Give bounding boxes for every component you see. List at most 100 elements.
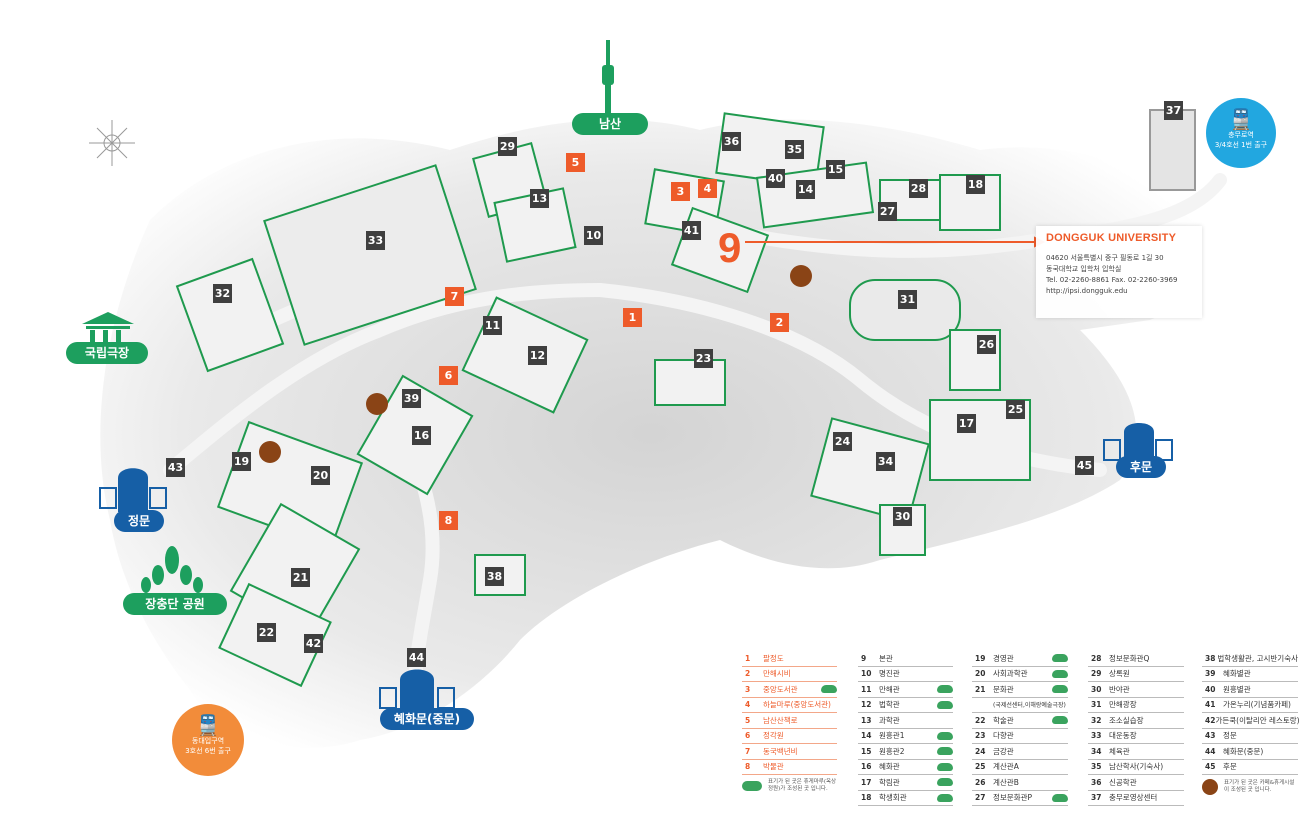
map-number-7[interactable]: 7 — [445, 287, 464, 306]
legend-number: 38 — [1205, 653, 1216, 663]
map-number-22[interactable]: 22 — [257, 623, 276, 642]
map-number-11[interactable]: 11 — [483, 316, 502, 335]
map-number-4[interactable]: 4 — [698, 179, 717, 198]
map-number-33[interactable]: 33 — [366, 231, 385, 250]
legend-note-text: 표기가 된 곳은 휴게마루(옥상정원)가 조성된 곳 입니다. — [768, 779, 837, 792]
map-number-30[interactable]: 30 — [893, 507, 912, 526]
map-number-1[interactable]: 1 — [623, 308, 642, 327]
legend-note-garden: 표기가 된 곳은 휴게마루(옥상정원)가 조성된 곳 입니다. — [742, 775, 837, 793]
map-number-5[interactable]: 5 — [566, 153, 585, 172]
admissions-office: 동국대학교 입학처 입학실 — [1046, 265, 1122, 273]
namsan-label[interactable]: 남산 — [572, 113, 648, 135]
map-number-25[interactable]: 25 — [1006, 400, 1025, 419]
map-number-43[interactable]: 43 — [166, 458, 185, 477]
main-gate-label[interactable]: 정문 — [114, 510, 164, 532]
map-number-18[interactable]: 18 — [966, 175, 985, 194]
map-number-36[interactable]: 36 — [722, 132, 741, 151]
university-info-card: DONGGUK UNIVERSITY 04620 서울특별시 중구 필동로 1길… — [1036, 226, 1202, 318]
legend-label: 사회과학관 — [993, 669, 1028, 679]
hyehwa-gate-label[interactable]: 혜화문(중문) — [380, 708, 474, 730]
map-number-24[interactable]: 24 — [833, 432, 852, 451]
map-number-38[interactable]: 38 — [485, 567, 504, 586]
legend-label: 법학생활관, 고시반기숙사 — [1217, 653, 1298, 663]
chungmuro-station[interactable]: 🚆 충무로역 3/4호선 1번 출구 — [1206, 98, 1276, 168]
map-number-35[interactable]: 35 — [785, 140, 804, 159]
legend-label: 정보문화관Q — [1109, 653, 1150, 663]
map-number-42[interactable]: 42 — [304, 634, 323, 653]
legend-number: 33 — [1091, 731, 1102, 741]
park-label[interactable]: 장충단 공원 — [123, 593, 227, 615]
legend-number: 20 — [975, 669, 986, 679]
map-number-32[interactable]: 32 — [213, 284, 232, 303]
map-number-26[interactable]: 26 — [977, 335, 996, 354]
map-number-41[interactable]: 41 — [682, 221, 701, 240]
map-number-27[interactable]: 27 — [878, 202, 897, 221]
legend-label: 혜화관 — [879, 762, 900, 772]
legend-label: 박물관 — [763, 762, 784, 772]
tree-icon — [937, 731, 953, 740]
map-number-28[interactable]: 28 — [909, 179, 928, 198]
legend-number: 15 — [861, 746, 872, 756]
map-number-19[interactable]: 19 — [232, 452, 251, 471]
map-number-12[interactable]: 12 — [528, 346, 547, 365]
map-number-39[interactable]: 39 — [402, 389, 421, 408]
tree-icon — [937, 793, 953, 802]
map-number-14[interactable]: 14 — [796, 180, 815, 199]
tree-icon — [1052, 716, 1068, 725]
tree-icon — [821, 685, 837, 694]
map-number-3[interactable]: 3 — [671, 182, 690, 201]
map-number-17[interactable]: 17 — [957, 414, 976, 433]
map-number-15[interactable]: 15 — [826, 160, 845, 179]
map-number-45[interactable]: 45 — [1075, 456, 1094, 475]
map-number-34[interactable]: 34 — [876, 452, 895, 471]
legend-label: 학생회관 — [879, 793, 907, 803]
map-number-20[interactable]: 20 — [311, 466, 330, 485]
legend-label: 만해관 — [879, 684, 900, 694]
legend-label: 계산관A — [993, 762, 1019, 772]
back-gate-label[interactable]: 후문 — [1116, 456, 1166, 478]
legend-label: 후문 — [1223, 762, 1237, 772]
map-number-37[interactable]: 37 — [1164, 101, 1183, 120]
map-number-31[interactable]: 31 — [898, 290, 917, 309]
train-icon: 🚆 — [195, 713, 221, 737]
cafe-icon — [1202, 779, 1218, 795]
map-number-21[interactable]: 21 — [291, 568, 310, 587]
admissions-url[interactable]: http://ipsi.dongguk.edu — [1046, 287, 1128, 295]
legend-number: 9 — [861, 653, 867, 663]
map-number-40[interactable]: 40 — [766, 169, 785, 188]
map-number-29[interactable]: 29 — [498, 137, 517, 156]
map-number-44[interactable]: 44 — [407, 648, 426, 667]
map-number-8[interactable]: 8 — [439, 511, 458, 530]
map-number-10[interactable]: 10 — [584, 226, 603, 245]
legend-number: 43 — [1205, 731, 1216, 741]
map-number-16[interactable]: 16 — [412, 426, 431, 445]
legend-label: 상록원 — [1109, 669, 1130, 679]
legend-label: 계산관B — [993, 777, 1019, 787]
legend-number: 45 — [1205, 762, 1216, 772]
legend-item-sub: (국제선센터,이해랑예술극장) — [972, 698, 1068, 713]
map-number-23[interactable]: 23 — [694, 349, 713, 368]
legend-label: 만해시비 — [763, 669, 791, 679]
map-number-2[interactable]: 2 — [770, 313, 789, 332]
legend-label: 남산산책로 — [763, 715, 798, 725]
theater-label[interactable]: 국립극장 — [66, 342, 148, 364]
dongdae-station[interactable]: 🚆 동대입구역 3호선 6번 출구 — [172, 704, 244, 776]
map-number-13[interactable]: 13 — [530, 189, 549, 208]
legend-number: 17 — [861, 777, 872, 787]
tree-icon — [937, 747, 953, 756]
legend-label: 가온누리(기념품카페) — [1223, 700, 1291, 710]
map-number-6[interactable]: 6 — [439, 366, 458, 385]
